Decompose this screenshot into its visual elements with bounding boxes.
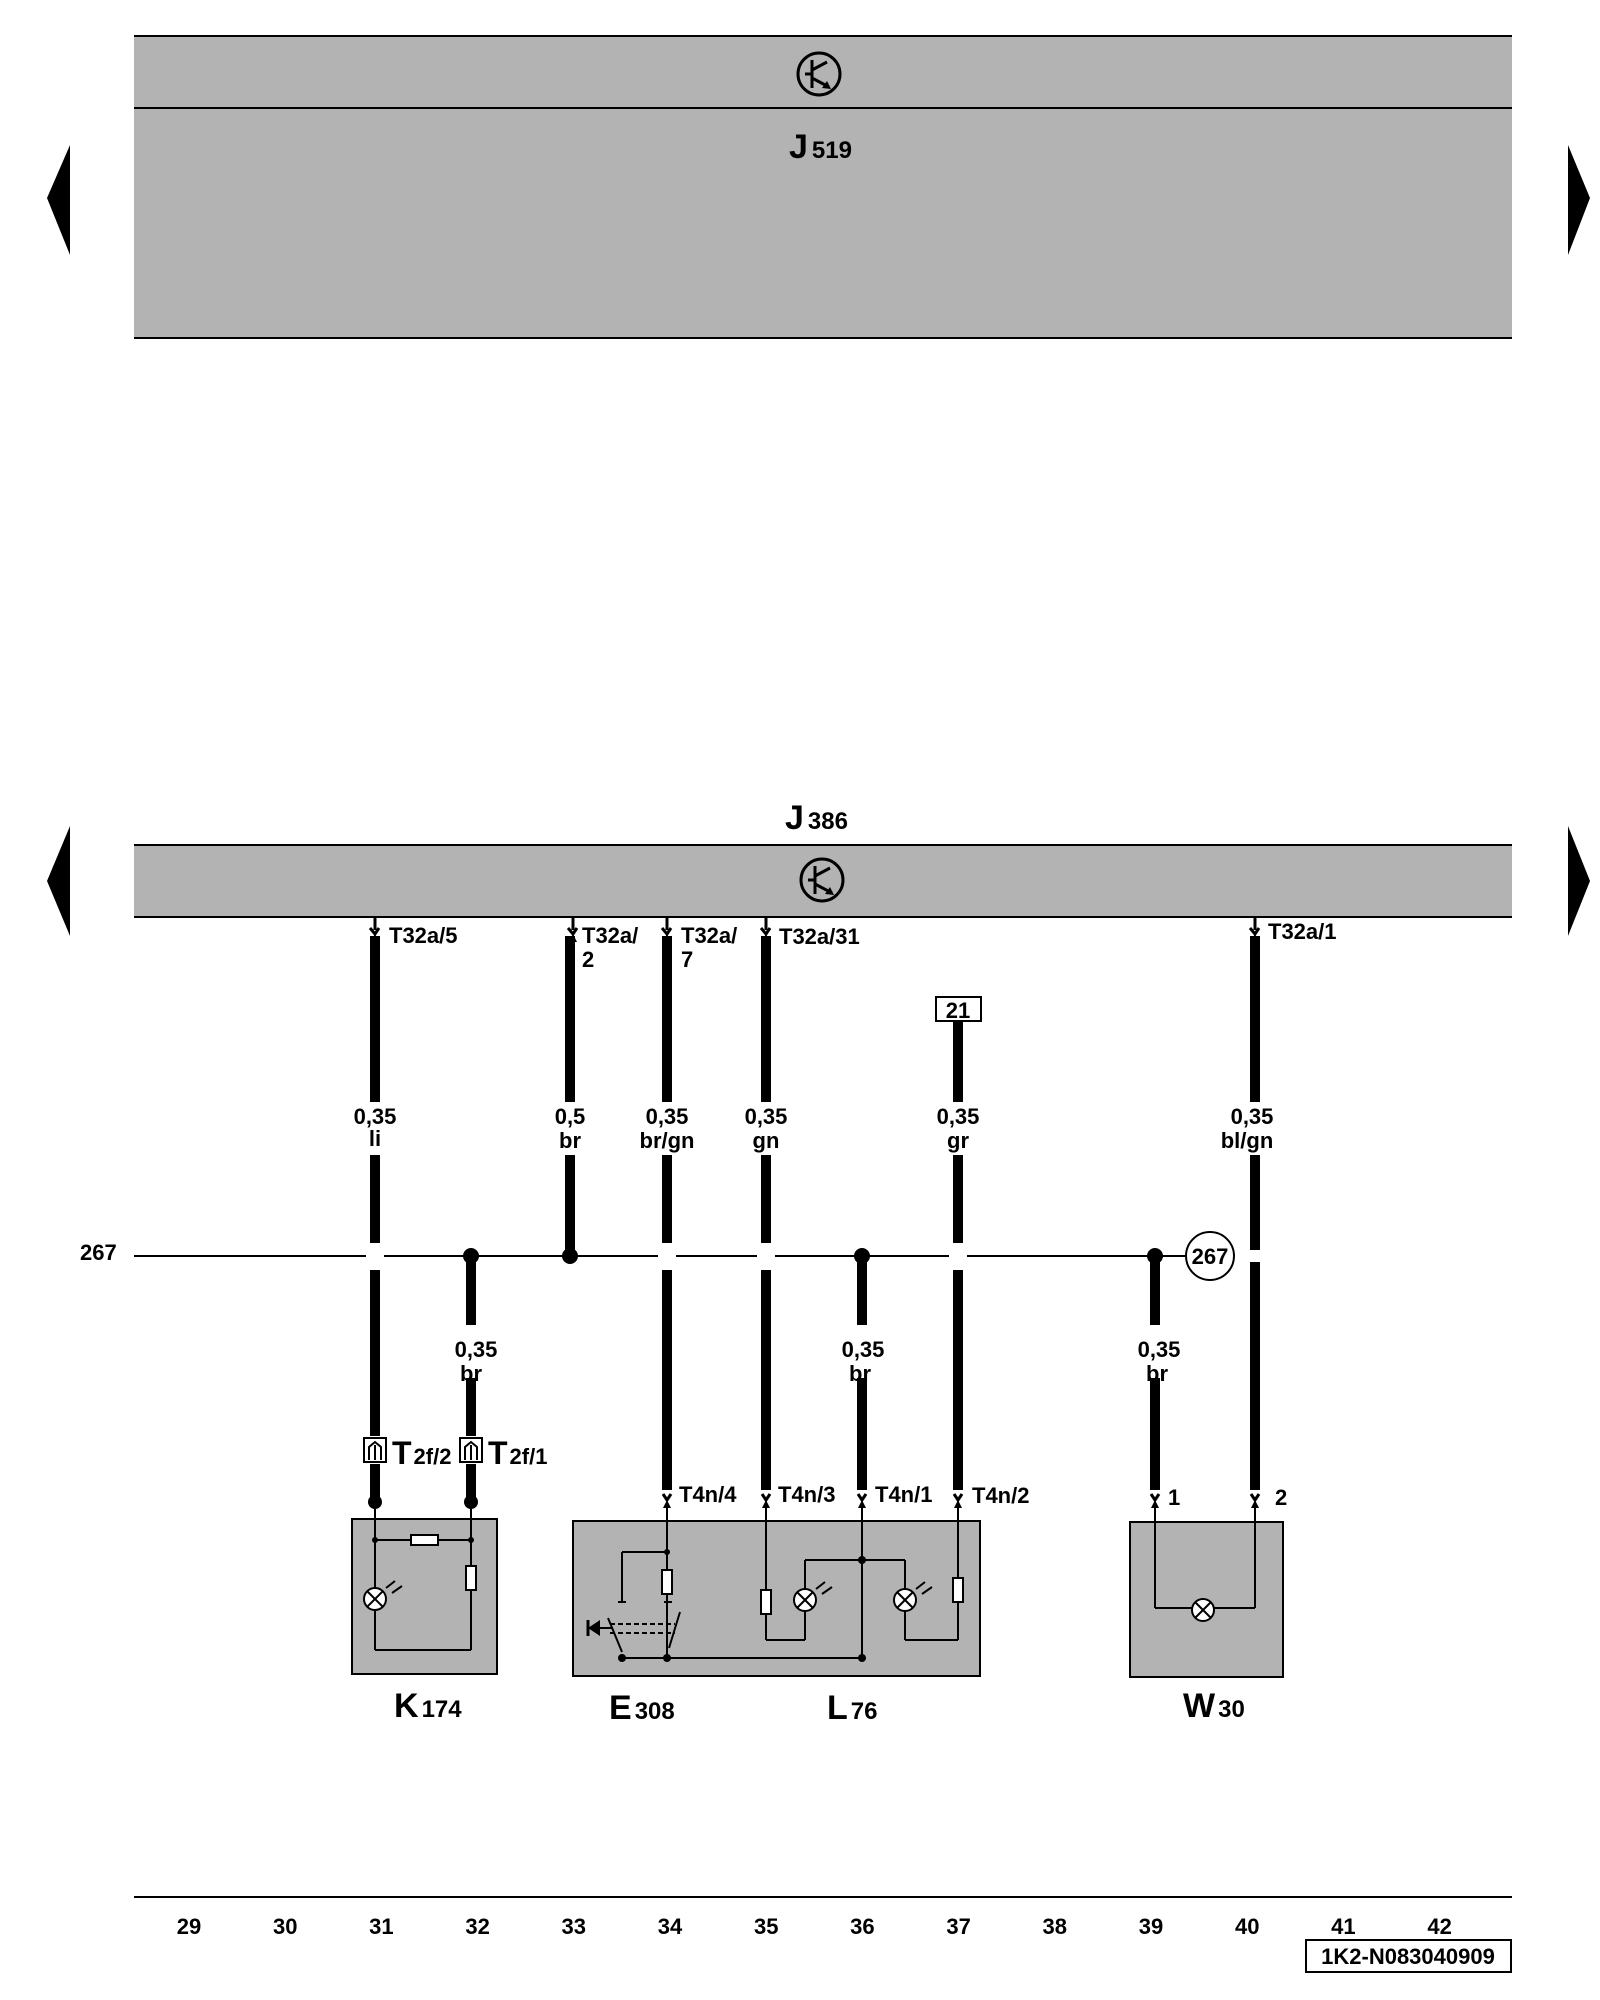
terminal-t32a-5: T32a/5 <box>389 923 458 948</box>
terminal-t32a-7-line1: T32a/ <box>681 923 737 948</box>
wire-size-label: 0,35 <box>1231 1104 1274 1129</box>
wire-color-label: br/gn <box>640 1128 695 1153</box>
wires <box>370 936 1260 1500</box>
terminal-t32a-2-line1: T32a/ <box>582 923 638 948</box>
terminal-t32a-2-line2: 2 <box>582 947 594 972</box>
splice-dots <box>463 1248 1163 1264</box>
column-number: 42 <box>1427 1914 1451 1939</box>
column-number: 37 <box>946 1914 970 1939</box>
next-page-arrow-top[interactable] <box>1568 145 1590 255</box>
wire-size-label: 0,35 <box>455 1337 498 1362</box>
ref-box-21: 21 <box>935 996 982 1023</box>
wire-color-label: br <box>1146 1361 1168 1386</box>
column-number: 39 <box>1139 1914 1163 1939</box>
component-w30 <box>1129 1504 1284 1678</box>
wire-color-label: bl/gn <box>1221 1128 1274 1153</box>
pin-t4n-4: T4n/4 <box>679 1482 737 1507</box>
column-number: 40 <box>1235 1914 1259 1939</box>
svg-text:21: 21 <box>946 998 970 1023</box>
wire-size-label: 0,35 <box>1138 1337 1181 1362</box>
ground-line-label: 267 <box>80 1240 117 1265</box>
terminal-t32a-31: T32a/31 <box>779 924 860 949</box>
column-number: 30 <box>273 1914 297 1939</box>
column-number: 35 <box>754 1914 778 1939</box>
pin-t4n-2: T4n/2 <box>972 1483 1029 1508</box>
wire-size-label: 0,35 <box>745 1104 788 1129</box>
pin-w30-1: 1 <box>1168 1485 1180 1510</box>
wire-color-label: br <box>849 1361 871 1386</box>
terminal-t32a-7-line2: 7 <box>681 947 693 972</box>
svg-text:267: 267 <box>1192 1244 1229 1269</box>
component-k174 <box>351 1495 498 1675</box>
column-number: 32 <box>465 1914 489 1939</box>
next-page-arrow-bottom[interactable] <box>1568 826 1590 936</box>
column-number: 33 <box>562 1914 586 1939</box>
svg-text:1K2-N083040909: 1K2-N083040909 <box>1321 1944 1495 1969</box>
prev-page-arrow-top[interactable] <box>47 145 70 255</box>
wire-size-label: 0,35 <box>842 1337 885 1362</box>
pin-t4n-3: T4n/3 <box>778 1482 835 1507</box>
column-number: 36 <box>850 1914 874 1939</box>
pin-w30-2: 2 <box>1275 1485 1287 1510</box>
wire-color-label: gr <box>947 1128 969 1153</box>
column-number: 34 <box>658 1914 683 1939</box>
column-number: 31 <box>369 1914 393 1939</box>
wire-size-label: 0,35 <box>646 1104 689 1129</box>
wire-color-label: li <box>369 1126 381 1151</box>
wire-size-label: 0,35 <box>937 1104 980 1129</box>
connector-t2f-2: T2f/2 <box>363 1435 451 1471</box>
column-numbers: 29 30 31 32 33 34 35 36 37 38 39 40 41 42 <box>177 1914 1452 1939</box>
document-id-box: 1K2-N083040909 <box>1305 1939 1512 1973</box>
wire-size-label: 0,5 <box>555 1104 586 1129</box>
column-number: 38 <box>1043 1914 1067 1939</box>
terminal-t32a-1: T32a/1 <box>1268 919 1337 944</box>
svg-text:T2f/2: T2f/2 <box>392 1435 451 1471</box>
wire-color-label: br <box>460 1361 482 1386</box>
wire-size-label: 0,35 <box>354 1104 397 1129</box>
column-number: 29 <box>177 1914 201 1939</box>
prev-page-arrow-bottom[interactable] <box>47 826 70 936</box>
connector-t2f-1: T2f/1 <box>459 1435 547 1471</box>
ground-ref-267: 267 <box>1185 1231 1235 1281</box>
wire-color-label: gn <box>753 1128 780 1153</box>
column-number: 41 <box>1331 1914 1355 1939</box>
pin-t4n-1: T4n/1 <box>875 1482 932 1507</box>
svg-text:T2f/1: T2f/1 <box>488 1435 547 1471</box>
component-e308-l76 <box>572 1504 981 1677</box>
wire-color-label: br <box>559 1128 581 1153</box>
